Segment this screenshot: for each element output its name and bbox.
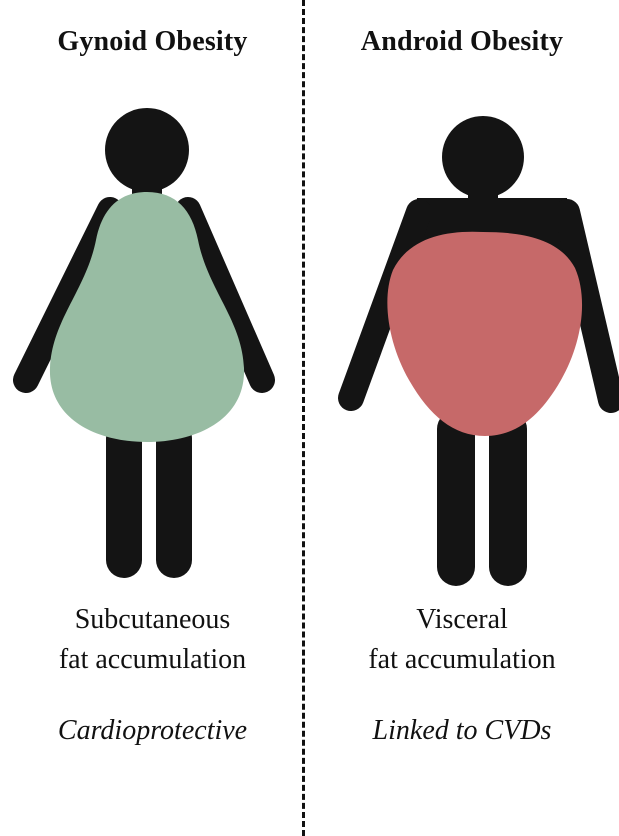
gynoid-description: Subcutaneous fat accumulation <box>0 600 305 680</box>
android-fat-apple <box>387 232 582 436</box>
gynoid-description-line1: Subcutaneous <box>0 600 305 640</box>
gynoid-description-line2: fat accumulation <box>0 640 305 680</box>
android-description-line2: fat accumulation <box>305 640 619 680</box>
gynoid-figure <box>0 0 305 600</box>
gynoid-fat-pear <box>50 192 244 442</box>
gynoid-panel: Gynoid Obesity Subcutaneous fat accumula… <box>0 0 305 836</box>
android-head <box>442 116 524 198</box>
android-note: Linked to CVDs <box>305 715 619 747</box>
android-figure <box>305 0 619 600</box>
android-description: Visceral fat accumulation <box>305 600 619 680</box>
gynoid-head <box>105 108 189 192</box>
android-left-leg <box>437 410 475 586</box>
gynoid-left-leg <box>106 420 142 578</box>
android-panel: Android Obesity Visceral fat accumulatio… <box>305 0 619 836</box>
gynoid-note: Cardioprotective <box>0 715 305 747</box>
gynoid-right-leg <box>156 420 192 578</box>
android-right-leg <box>489 410 527 586</box>
android-description-line1: Visceral <box>305 600 619 640</box>
